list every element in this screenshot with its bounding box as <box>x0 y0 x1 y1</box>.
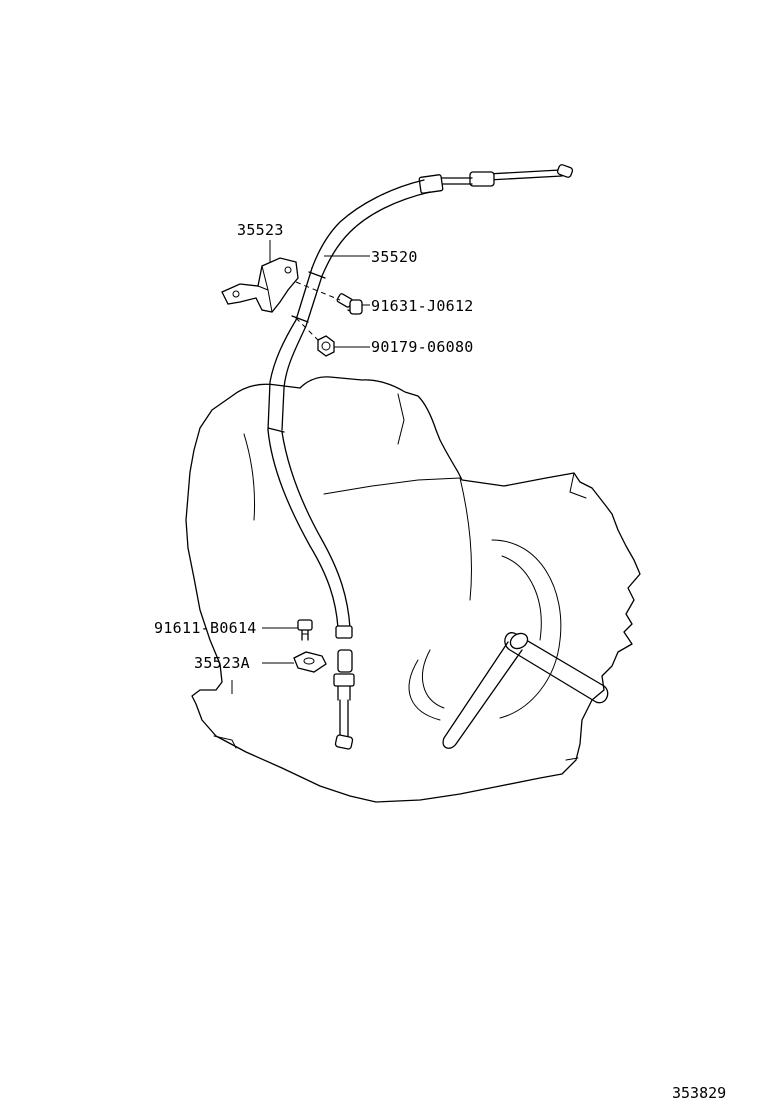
illustration-number: 353829 <box>672 1084 726 1102</box>
transmission-housing <box>185 376 641 803</box>
label-plate: 35523A <box>194 654 250 672</box>
bracket-part <box>221 257 299 313</box>
bolt-upper-part <box>336 293 363 315</box>
label-bracket: 35523 <box>237 221 284 239</box>
cable-assembly <box>267 164 574 750</box>
leader-lines <box>231 240 370 694</box>
label-nut: 90179-06080 <box>371 338 474 356</box>
plate-part <box>293 651 327 673</box>
label-bolt-lower: 91611-B0614 <box>154 619 257 637</box>
bolt-lower-part <box>297 619 313 641</box>
nut-part <box>317 335 335 357</box>
label-bolt-upper: 91631-J0612 <box>371 297 474 315</box>
label-cable: 35520 <box>371 248 418 266</box>
